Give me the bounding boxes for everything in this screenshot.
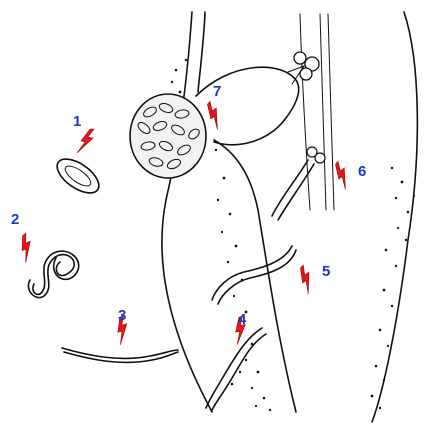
label-6: 6: [358, 163, 366, 180]
lightning-bolt-icon: [327, 161, 356, 189]
worm-2: [28, 251, 78, 298]
vessel-node: [288, 52, 319, 84]
label-5: 5: [322, 263, 330, 280]
worm-4: [206, 328, 266, 410]
worm-3: [62, 348, 178, 362]
lightning-bolt-icon: [291, 265, 320, 294]
label-7: 7: [213, 83, 221, 100]
worm-6: [272, 147, 325, 220]
label-4: 4: [238, 311, 247, 328]
lightning-bolt-icon: [77, 129, 94, 153]
egg-cluster: [130, 94, 206, 178]
lightning-bolt-icon: [12, 233, 40, 262]
worm-5: [212, 246, 296, 304]
larva-1: [51, 152, 104, 199]
label-3: 3: [118, 307, 126, 324]
label-1: 1: [73, 113, 81, 130]
label-2: 2: [11, 211, 19, 228]
